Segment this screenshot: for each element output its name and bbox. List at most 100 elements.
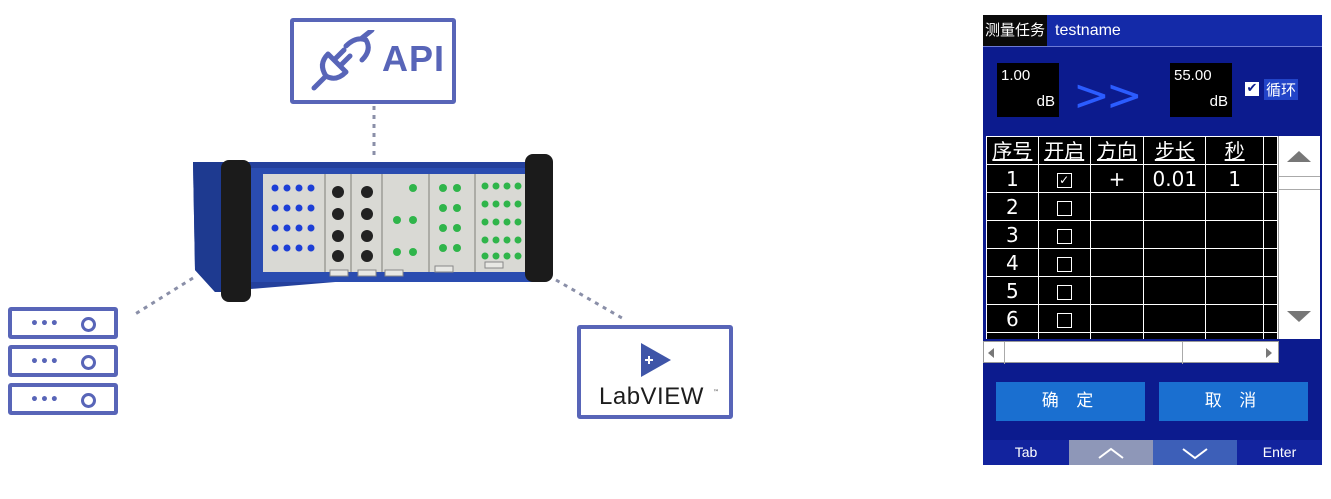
row-seconds (1205, 220, 1265, 249)
loop-checkbox[interactable]: ✔ (1245, 81, 1259, 96)
server-dots-1: ••• (30, 316, 60, 332)
soft-key-bar: Tab Enter (983, 440, 1322, 465)
row-extra (1263, 220, 1278, 249)
row-enable-checkbox[interactable] (1037, 304, 1091, 333)
task-name-value[interactable]: testname (1055, 22, 1121, 39)
down-key[interactable] (1153, 440, 1237, 465)
instrument-chassis-image (193, 154, 553, 302)
divider (983, 46, 1322, 47)
row-extra (1263, 332, 1278, 339)
api-label: API (382, 38, 446, 79)
row-index: 6 (986, 304, 1039, 333)
connector-lines (131, 106, 623, 320)
row-index: 3 (986, 220, 1039, 249)
table-row[interactable]: 3 (986, 220, 1278, 249)
col-header-enable: 开启 (1037, 136, 1091, 165)
scrollbar-thumb-edge (1182, 342, 1183, 364)
table-row[interactable]: 2 (986, 192, 1278, 221)
row-step: 0.01 (1143, 164, 1207, 193)
col-header-seconds: 秒 (1205, 136, 1265, 165)
labview-play-icon (641, 343, 671, 377)
vertical-scrollbar[interactable] (1278, 136, 1320, 339)
row-extra (1263, 164, 1278, 193)
row-seconds (1205, 332, 1265, 339)
unchecked-box-icon (1056, 284, 1072, 300)
start-unit: dB (1036, 93, 1055, 110)
up-key[interactable] (1069, 440, 1153, 465)
col-header-direction: 方向 (1089, 136, 1145, 165)
chevron-up-icon (1098, 447, 1124, 459)
server-dots-3: ••• (30, 392, 60, 408)
end-value: 55.00 (1174, 67, 1212, 84)
server-unit-3: ••• (8, 383, 118, 415)
row-enable-checkbox[interactable] (1037, 248, 1091, 277)
row-seconds (1205, 276, 1265, 305)
row-seconds (1205, 304, 1265, 333)
row-step (1143, 332, 1207, 339)
connector-labview (555, 278, 623, 320)
checked-box-icon: ✓ (1056, 172, 1072, 188)
scroll-left-arrow-icon[interactable] (988, 348, 994, 358)
step-table-grid: 序号 开启 方向 步长 秒 1 ✓ + 0.01 1 2 (986, 136, 1278, 339)
server-dots-2: ••• (30, 354, 60, 370)
row-extra (1263, 304, 1278, 333)
scroll-up-arrow-icon[interactable] (1287, 151, 1311, 162)
labview-label: LabVIEW (599, 383, 704, 410)
table-row[interactable]: 1 ✓ + 0.01 1 (986, 164, 1278, 193)
table-row[interactable]: 5 (986, 276, 1278, 305)
row-index: 1 (986, 164, 1039, 193)
row-step (1143, 304, 1207, 333)
row-extra (1263, 192, 1278, 221)
scrollbar-thumb-edge (1279, 176, 1320, 177)
col-header-index: 序号 (986, 136, 1039, 165)
scrollbar-thumb-edge (1004, 342, 1005, 364)
row-step (1143, 248, 1207, 277)
scrollbar-thumb-edge (1279, 189, 1320, 190)
table-header-row: 序号 开启 方向 步长 秒 (986, 136, 1278, 165)
table-row[interactable]: 4 (986, 248, 1278, 277)
enter-key[interactable]: Enter (1237, 440, 1322, 465)
tab-key[interactable]: Tab (983, 440, 1069, 465)
row-direction (1089, 304, 1145, 333)
row-enable-checkbox[interactable] (1037, 192, 1091, 221)
row-step (1143, 220, 1207, 249)
start-value-field[interactable]: 1.00 dB (997, 63, 1059, 117)
arrows-icon: >> (1073, 70, 1143, 121)
row-enable-checkbox[interactable] (1037, 220, 1091, 249)
scroll-right-arrow-icon[interactable] (1266, 348, 1272, 358)
step-table[interactable]: 序号 开启 方向 步长 秒 1 ✓ + 0.01 1 2 (986, 136, 1278, 339)
illustration: API ••• ••• ••• (8, 18, 733, 419)
row-enable-checkbox[interactable]: ✓ (1037, 164, 1091, 193)
row-enable-checkbox[interactable] (1037, 332, 1091, 339)
cancel-button[interactable]: 取 消 (1159, 382, 1308, 421)
plug-icon (311, 30, 375, 91)
labview-box: LabVIEW ™ (577, 325, 733, 419)
unchecked-box-icon (1056, 200, 1072, 216)
row-index: 5 (986, 276, 1039, 305)
row-enable-checkbox[interactable] (1037, 276, 1091, 305)
col-header-step: 步长 (1143, 136, 1207, 165)
table-row[interactable]: 6 (986, 304, 1278, 333)
row-index: 7 (986, 332, 1039, 339)
scroll-down-arrow-icon[interactable] (1287, 311, 1311, 322)
row-seconds (1205, 248, 1265, 277)
horizontal-scrollbar[interactable] (983, 341, 1279, 364)
row-index: 4 (986, 248, 1039, 277)
unchecked-box-icon (1056, 256, 1072, 272)
confirm-button[interactable]: 确 定 (996, 382, 1145, 421)
loop-label[interactable]: 循环 (1264, 79, 1299, 100)
end-value-field[interactable]: 55.00 dB (1170, 63, 1232, 117)
row-extra (1263, 248, 1278, 277)
server-unit-1: ••• (8, 307, 118, 339)
start-value: 1.00 (1001, 67, 1031, 84)
task-title-label: 测量任务 (983, 15, 1048, 46)
chevron-down-icon (1182, 448, 1208, 460)
unchecked-box-icon (1056, 228, 1072, 244)
server-light-icon (81, 393, 96, 408)
api-box: API (290, 18, 456, 104)
table-row[interactable]: 7 (986, 332, 1278, 339)
server-light-icon (81, 355, 96, 370)
measurement-task-panel: 测量任务 testname 1.00 dB >> 55.00 dB ✔ 循环 序… (983, 15, 1322, 465)
row-direction (1089, 276, 1145, 305)
row-extra (1263, 276, 1278, 305)
